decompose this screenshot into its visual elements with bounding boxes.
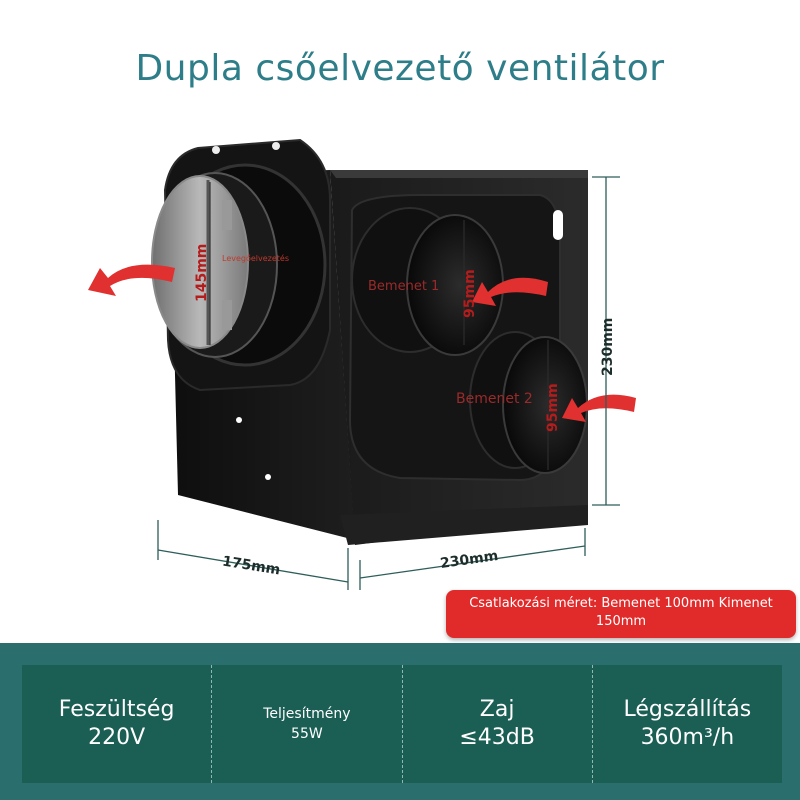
connection-size-badge: Csatlakozási méret: Bemenet 100mm Kimene… [446, 590, 796, 638]
spec-value: 220V [88, 725, 146, 750]
spec-label: Zaj [479, 697, 515, 722]
inlet-1-arrow-icon [472, 277, 548, 306]
spec-noise: Zaj ≤43dB [403, 665, 593, 783]
outlet-diameter-label: 145mm [194, 243, 210, 302]
inlet-1-label: Bemenet 1 [368, 279, 440, 294]
spec-airflow: Légszállítás 360m³/h [593, 665, 782, 783]
inlet-2-label: Bemenet 2 [456, 391, 533, 407]
outlet-pipe [151, 138, 331, 392]
spec-label: Teljesítmény [263, 706, 351, 722]
airflow-arrows [88, 264, 636, 422]
spec-value: ≤43dB [459, 725, 535, 750]
inlet-2-arrow-icon [562, 394, 636, 422]
spec-value: 55W [291, 726, 323, 742]
spec-label: Feszültség [58, 697, 175, 722]
inlet-2-diameter-label: 95mm [545, 383, 561, 432]
outlet-label: Levegőelvezetés [222, 254, 290, 263]
spec-bar: Feszültség 220V Teljesítmény 55W Zaj ≤43… [0, 643, 800, 800]
height-dimension-label: 230mm [600, 317, 616, 376]
dimension-lines [157, 176, 620, 590]
outlet-arrow-icon [88, 264, 175, 296]
inlet-1-diameter-label: 95mm [462, 269, 478, 318]
spec-panel: Feszültség 220V Teljesítmény 55W Zaj ≤43… [22, 665, 782, 783]
spec-voltage: Feszültség 220V [22, 665, 213, 783]
spec-label: Légszállítás [623, 697, 752, 722]
page-title: Dupla csőelvezető ventilátor [135, 48, 665, 89]
spec-value: 360m³/h [640, 725, 735, 750]
spec-power: Teljesítmény 55W [212, 665, 403, 783]
